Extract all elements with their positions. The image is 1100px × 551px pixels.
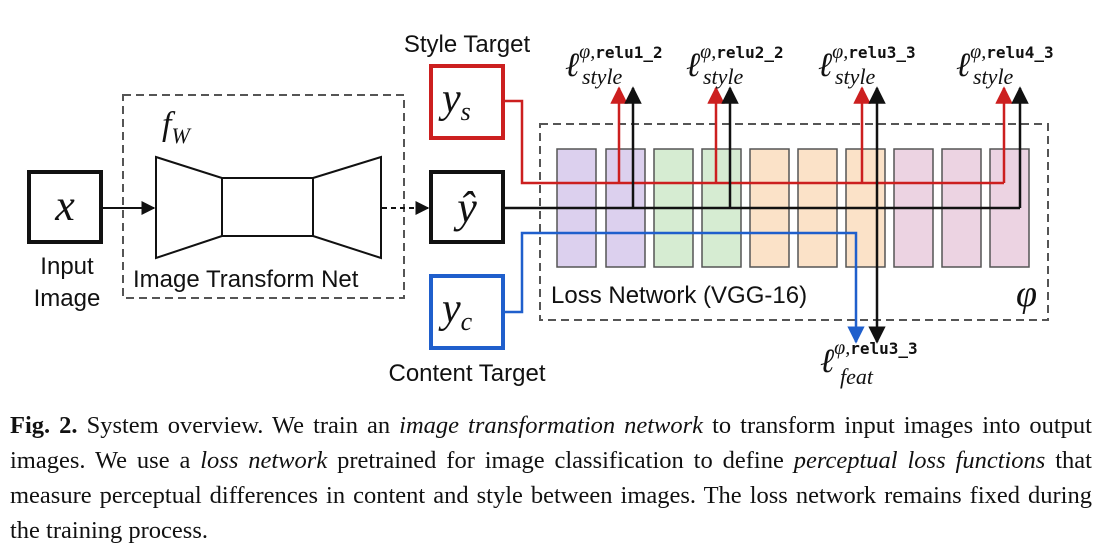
- caption-italic-2: loss network: [200, 447, 328, 474]
- style-target-label: Style Target: [404, 31, 531, 58]
- caption-text-1: System overview. We train an: [77, 412, 400, 439]
- content-target-symbol: yc: [438, 286, 473, 336]
- input-label-line2: Image: [34, 285, 101, 312]
- transform-net-encoder: [155, 155, 223, 260]
- style-target-box: [429, 64, 505, 140]
- feat-loss: ℓφ,relu3_3: [820, 337, 918, 380]
- loss-network-label: Loss Network (VGG-16): [551, 282, 807, 309]
- transform-net-label: Image Transform Net: [133, 266, 359, 293]
- style-loss-1-sub: style: [582, 64, 623, 89]
- style-loss-2: ℓφ,relu2_2: [686, 41, 784, 84]
- style-loss-4: ℓφ,relu4_3: [956, 41, 1054, 84]
- loss-network-phi: φ: [1016, 273, 1037, 315]
- content-target-box: [429, 274, 505, 350]
- figure-caption: Fig. 2. System overview. We train an ima…: [10, 408, 1092, 548]
- style-loss-4-sub: style: [973, 64, 1014, 89]
- content-path: [504, 231, 865, 344]
- transform-net-decoder: [312, 155, 382, 260]
- caption-text-4: that measure perceptual differences in c…: [10, 447, 1092, 544]
- input-label-line1: Input: [40, 253, 94, 280]
- transform-net-bottleneck: [221, 177, 314, 237]
- transform-net-symbol: fW: [162, 106, 191, 148]
- caption-italic-3: perceptual loss functions: [793, 447, 1046, 474]
- style-loss-3-sub: style: [835, 64, 876, 89]
- style-loss-1: ℓφ,relu1_2: [565, 41, 663, 84]
- style-loss-3: ℓφ,relu3_3: [818, 41, 916, 84]
- caption-text-3: pretrained for image classification to d…: [327, 447, 794, 474]
- caption-fig-label: Fig. 2.: [10, 412, 78, 439]
- style-loss-2-sub: style: [703, 64, 744, 89]
- style-path: [504, 99, 1004, 185]
- caption-text-2: to transform input images into output im…: [10, 412, 1092, 474]
- content-target-label: Content Target: [389, 360, 546, 387]
- input-image-box: [27, 170, 103, 244]
- output-image-box: [429, 170, 505, 244]
- input-symbol: x: [54, 181, 75, 230]
- output-symbol: ŷ: [453, 183, 477, 232]
- system-overview-diagram: fW Image Transform Net x Input Image ŷ S…: [27, 31, 1054, 389]
- style-loss-labels: ℓφ,relu1_2 style ℓφ,relu2_2 style ℓφ,rel…: [565, 41, 1054, 89]
- transform-net-box: [122, 94, 405, 299]
- caption-italic-1: image transformation network: [399, 412, 704, 439]
- feat-loss-sub: feat: [840, 364, 874, 389]
- style-target-symbol: ys: [438, 76, 471, 126]
- loss-network-box: [539, 123, 1049, 321]
